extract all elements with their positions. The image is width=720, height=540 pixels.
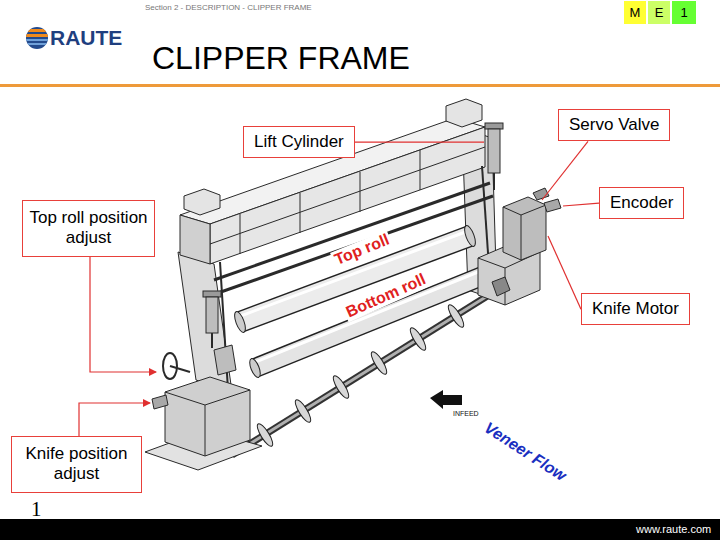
flow-label: Veneer Flow — [481, 419, 570, 485]
section-tab: 1 — [672, 1, 696, 24]
callout-text: Knife Motor — [592, 299, 679, 319]
slide-title: CLIPPER FRAME — [152, 40, 410, 77]
callout-text: Knife position adjust — [18, 444, 135, 485]
callout-box: Knife Motor — [581, 293, 690, 325]
section-tab: M — [624, 1, 646, 24]
machine-frame — [178, 99, 497, 392]
infeed-arrow — [430, 390, 462, 409]
logo-text: RAUTE — [50, 26, 122, 50]
tab-text: E — [648, 1, 670, 24]
leader-line — [563, 203, 599, 206]
lift-cylinders — [203, 123, 503, 348]
callout-text: Lift Cylinder — [254, 132, 344, 152]
tab-text: 1 — [672, 1, 696, 24]
page-number: 1 — [31, 497, 42, 521]
section-tab: E — [648, 1, 670, 24]
orange-rule — [0, 84, 720, 87]
callout-box: Top roll position adjust — [22, 200, 155, 257]
footer-url: www.raute.com — [636, 523, 711, 536]
tab-text: M — [624, 1, 646, 24]
leader-line — [79, 403, 150, 436]
leader-line — [548, 236, 581, 309]
bottom-roll — [248, 264, 493, 379]
top-roll — [232, 224, 477, 333]
leader-line — [542, 141, 588, 200]
callout-text: Top roll position adjust — [29, 208, 148, 249]
callout-box: Encoder — [599, 187, 684, 219]
logo-sphere — [24, 27, 50, 49]
left-housing — [145, 345, 262, 470]
callout-box: Lift Cylinder — [243, 126, 355, 158]
callout-box: Servo Valve — [558, 109, 670, 141]
callout-box: Knife position adjust — [11, 436, 142, 493]
callout-text: Encoder — [610, 193, 673, 213]
footer-bar — [0, 519, 720, 540]
callout-text: Servo Valve — [569, 115, 659, 135]
leader-line — [90, 257, 156, 372]
section-header: Section 2 - DESCRIPTION - CLIPPER FRAME — [145, 3, 312, 12]
leader-line — [355, 142, 484, 143]
infeed-label: INFEED — [453, 410, 479, 418]
right-drive — [478, 188, 561, 305]
